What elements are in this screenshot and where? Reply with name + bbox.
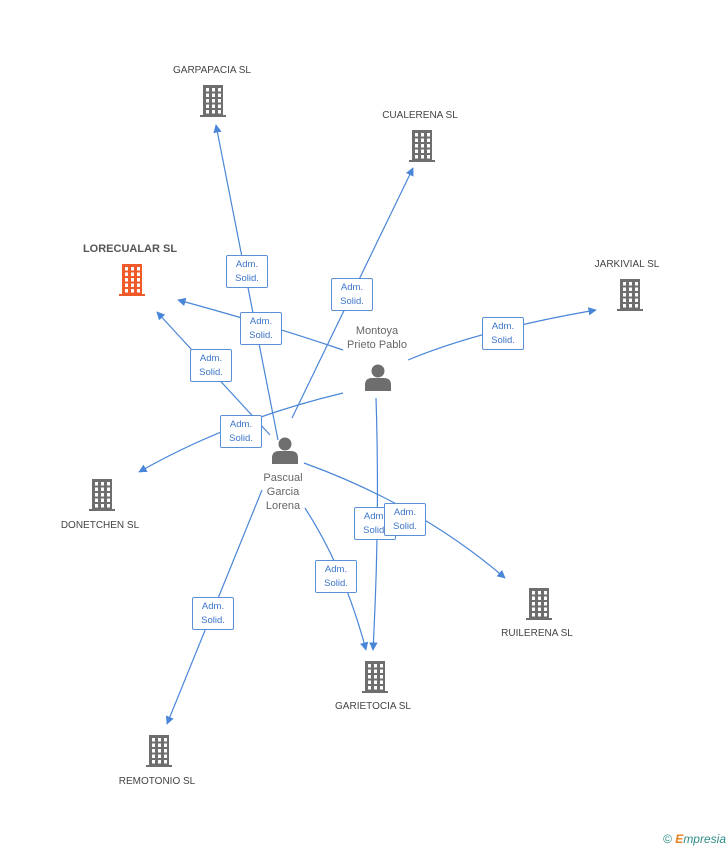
relation-type: Solid.: [324, 578, 348, 589]
person-label-montoya[interactable]: Montoya Prieto Pablo: [347, 324, 407, 352]
person-name-line: Garcia: [266, 486, 300, 498]
relation-role: Adm.: [201, 601, 225, 612]
relation-label-pascual-cualerena[interactable]: Adm. Solid.: [331, 278, 373, 311]
relation-type: Solid.: [229, 433, 253, 444]
relation-type: Solid.: [363, 525, 387, 536]
building-icon-jarkivial[interactable]: [617, 279, 643, 311]
relation-label-pascual-lorecualar[interactable]: Adm. Solid.: [190, 349, 232, 382]
building-icon-donetchen[interactable]: [89, 479, 115, 511]
relation-type: Solid.: [393, 521, 417, 532]
company-label-lorecualar[interactable]: LORECUALAR SL: [82, 243, 178, 255]
relation-label-pascual-garpapacia[interactable]: Adm. Solid.: [226, 255, 268, 288]
relation-role: Adm.: [363, 511, 387, 522]
person-icon-montoya[interactable]: [365, 364, 391, 392]
relation-role: Adm.: [491, 321, 515, 332]
relation-label-pascual-garietocia[interactable]: Adm. Solid.: [315, 560, 357, 593]
company-label-garietocia[interactable]: GARIETOCIA SL: [335, 701, 411, 712]
relation-role: Adm.: [324, 564, 348, 575]
relation-type: Solid.: [199, 367, 223, 378]
building-icon-garietocia[interactable]: [362, 661, 388, 693]
company-label-ruilerena[interactable]: RUILERENA SL: [501, 628, 573, 639]
company-label-remotonio[interactable]: REMOTONIO SL: [118, 776, 196, 787]
building-icon-lorecualar[interactable]: [119, 264, 145, 296]
relation-role: Adm.: [340, 282, 364, 293]
relation-label-pascual-ruilerena[interactable]: Adm. Solid.: [384, 503, 426, 536]
relation-type: Solid.: [201, 615, 225, 626]
relation-type: Solid.: [340, 296, 364, 307]
company-label-cualerena[interactable]: CUALERENA SL: [382, 110, 458, 121]
footer-brand[interactable]: © Empresia: [663, 832, 726, 846]
relation-role: Adm.: [249, 316, 273, 327]
person-name-line: Lorena: [265, 500, 301, 512]
relation-label-pascual-remotonio[interactable]: Adm. Solid.: [192, 597, 234, 630]
relation-type: Solid.: [249, 330, 273, 341]
relation-role: Adm.: [199, 353, 223, 364]
relation-role: Adm.: [393, 507, 417, 518]
copyright-icon: ©: [663, 832, 672, 846]
nodes-layer: [89, 85, 643, 767]
person-icon-pascual[interactable]: [272, 437, 298, 465]
relation-label-montoya-donetchen[interactable]: Adm. Solid.: [220, 415, 262, 448]
brand-logo-initial: E: [675, 832, 684, 846]
building-icon-remotonio[interactable]: [146, 735, 172, 767]
brand-logo-text: mpresia: [683, 832, 726, 846]
relation-type: Solid.: [491, 335, 515, 346]
relation-role: Adm.: [229, 419, 253, 430]
company-label-garpapacia[interactable]: GARPAPACIA SL: [173, 65, 251, 76]
company-label-donetchen[interactable]: DONETCHEN SL: [60, 520, 140, 531]
person-label-pascual[interactable]: Pascual Garcia Lorena: [263, 471, 302, 513]
person-name-line: Pascual: [263, 472, 303, 484]
relation-role: Adm.: [235, 259, 259, 270]
building-icon-cualerena[interactable]: [409, 130, 435, 162]
relation-label-montoya-lorecualar[interactable]: Adm. Solid.: [240, 312, 282, 345]
relation-label-montoya-jarkivial[interactable]: Adm. Solid.: [482, 317, 524, 350]
company-label-jarkivial[interactable]: JARKIVIAL SL: [594, 259, 660, 270]
building-icon-garpapacia[interactable]: [200, 85, 226, 117]
person-name-line: Prieto Pablo: [347, 339, 407, 351]
relation-type: Solid.: [235, 273, 259, 284]
building-icon-ruilerena[interactable]: [526, 588, 552, 620]
person-name-line: Montoya: [355, 325, 399, 337]
